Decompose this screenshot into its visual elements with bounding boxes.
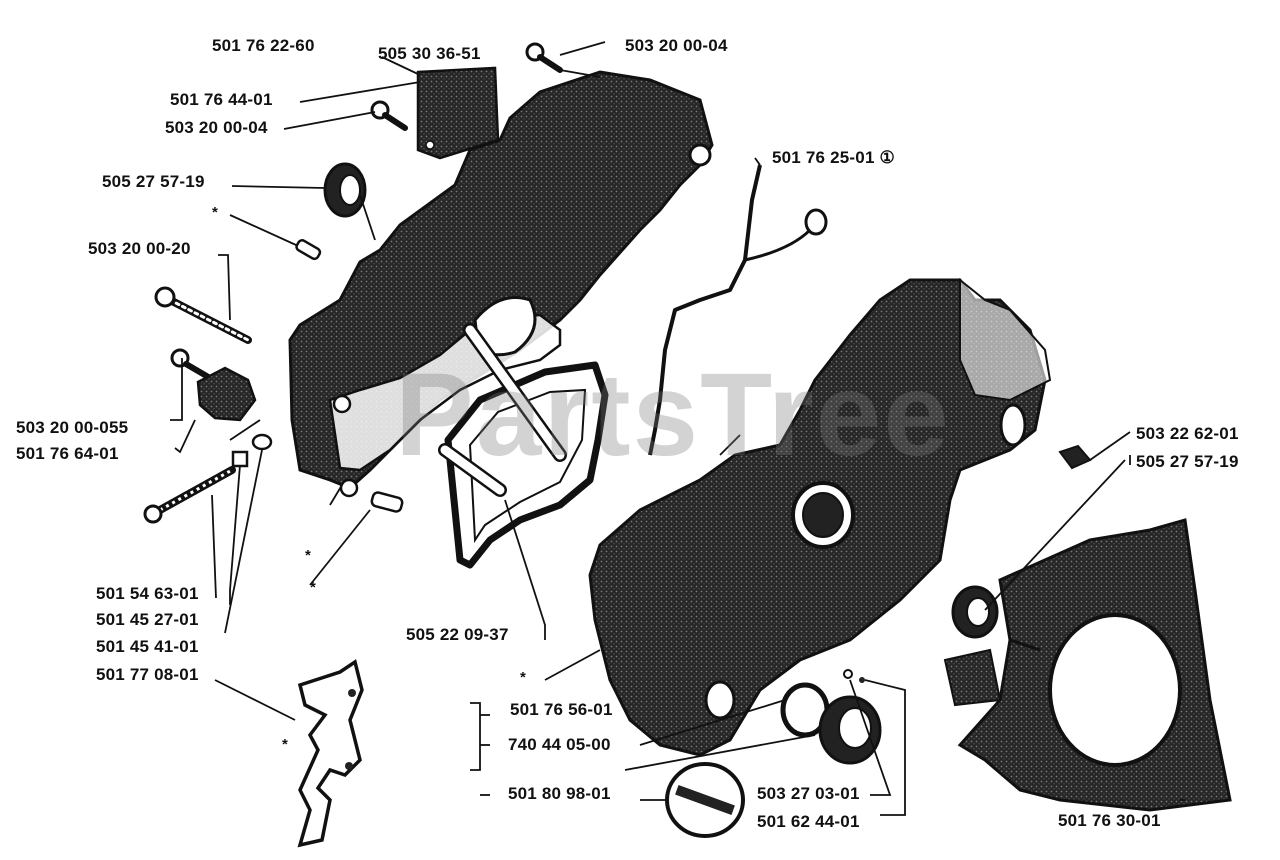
mount-bracket xyxy=(196,366,257,422)
part-label-501-76-30-01: 501 76 30-01 xyxy=(1058,811,1161,830)
gasket-wire xyxy=(648,164,828,456)
part-label-501-76-56-01: 501 76 56-01 xyxy=(510,700,613,719)
screw-mid xyxy=(370,100,408,131)
dowel-pin-upper xyxy=(295,239,322,261)
part-label-501-76-22-60: 501 76 22-60 xyxy=(212,36,315,55)
part-label-501-80-98-01: 501 80 98-01 xyxy=(508,784,611,803)
long-bolt xyxy=(154,286,252,344)
crankcase-gasket xyxy=(438,323,609,569)
part-label-501-45-27-01: 501 45 27-01 xyxy=(96,610,199,629)
asterisk-marker: * xyxy=(282,736,288,753)
part-label-505-27-57-19-right: 505 27 57-19 xyxy=(1136,452,1239,471)
cover-plate xyxy=(416,66,500,160)
screw-short xyxy=(170,348,213,381)
oil-cap xyxy=(818,695,882,765)
part-label-503-20-00-04-mid: 503 20 00-04 xyxy=(165,118,268,137)
seal-ring-left xyxy=(323,162,367,218)
dowel-pin-lower xyxy=(370,491,404,513)
part-label-503-27-03-01: 503 27 03-01 xyxy=(757,784,860,803)
part-label-501-76-64-01: 501 76 64-01 xyxy=(16,444,119,463)
part-label-503-22-62-01: 503 22 62-01 xyxy=(1136,424,1239,443)
part-label-501-76-25-01: 501 76 25-01 ① xyxy=(772,148,895,167)
asterisk-marker: * xyxy=(212,204,218,221)
bolt-lower xyxy=(143,466,236,524)
part-label-501-62-44-01: 501 62 44-01 xyxy=(757,812,860,831)
right-crankcase-half xyxy=(588,277,1052,757)
left-crankcase-half xyxy=(288,70,714,498)
part-label-505-30-36-51: 505 30 36-51 xyxy=(378,44,481,63)
asterisk-marker: * xyxy=(310,579,316,596)
part-label-505-22-09-37: 505 22 09-37 xyxy=(406,625,509,644)
part-label-501-54-63-01: 501 54 63-01 xyxy=(96,584,199,603)
chain-guard-plate xyxy=(297,659,364,848)
filler-cap xyxy=(665,762,745,838)
part-label-740-44-05-00: 740 44 05-00 xyxy=(508,735,611,754)
leader-lines xyxy=(170,41,1185,816)
part-label-503-20-00-055: 503 20 00-055 xyxy=(16,418,129,437)
part-label-501-76-44-01: 501 76 44-01 xyxy=(170,90,273,109)
asterisk-marker: * xyxy=(305,547,311,564)
part-label-501-45-41-01: 501 45 41-01 xyxy=(96,637,199,656)
part-label-505-27-57-19-left: 505 27 57-19 xyxy=(102,172,205,191)
washer xyxy=(251,433,273,451)
part-label-503-20-00-04-top: 503 20 00-04 xyxy=(625,36,728,55)
part-label-503-20-00-20: 503 20 00-20 xyxy=(88,239,191,258)
asterisk-marker: * xyxy=(520,669,526,686)
retaining-clip xyxy=(1058,444,1092,470)
starter-housing xyxy=(943,518,1232,812)
small-pins xyxy=(843,669,865,683)
watermark: PartsTree xyxy=(395,349,951,481)
square-nut xyxy=(231,450,249,468)
part-label-501-77-08-01: 501 77 08-01 xyxy=(96,665,199,684)
seal-ring-right xyxy=(951,585,999,639)
screw-top xyxy=(525,42,563,73)
